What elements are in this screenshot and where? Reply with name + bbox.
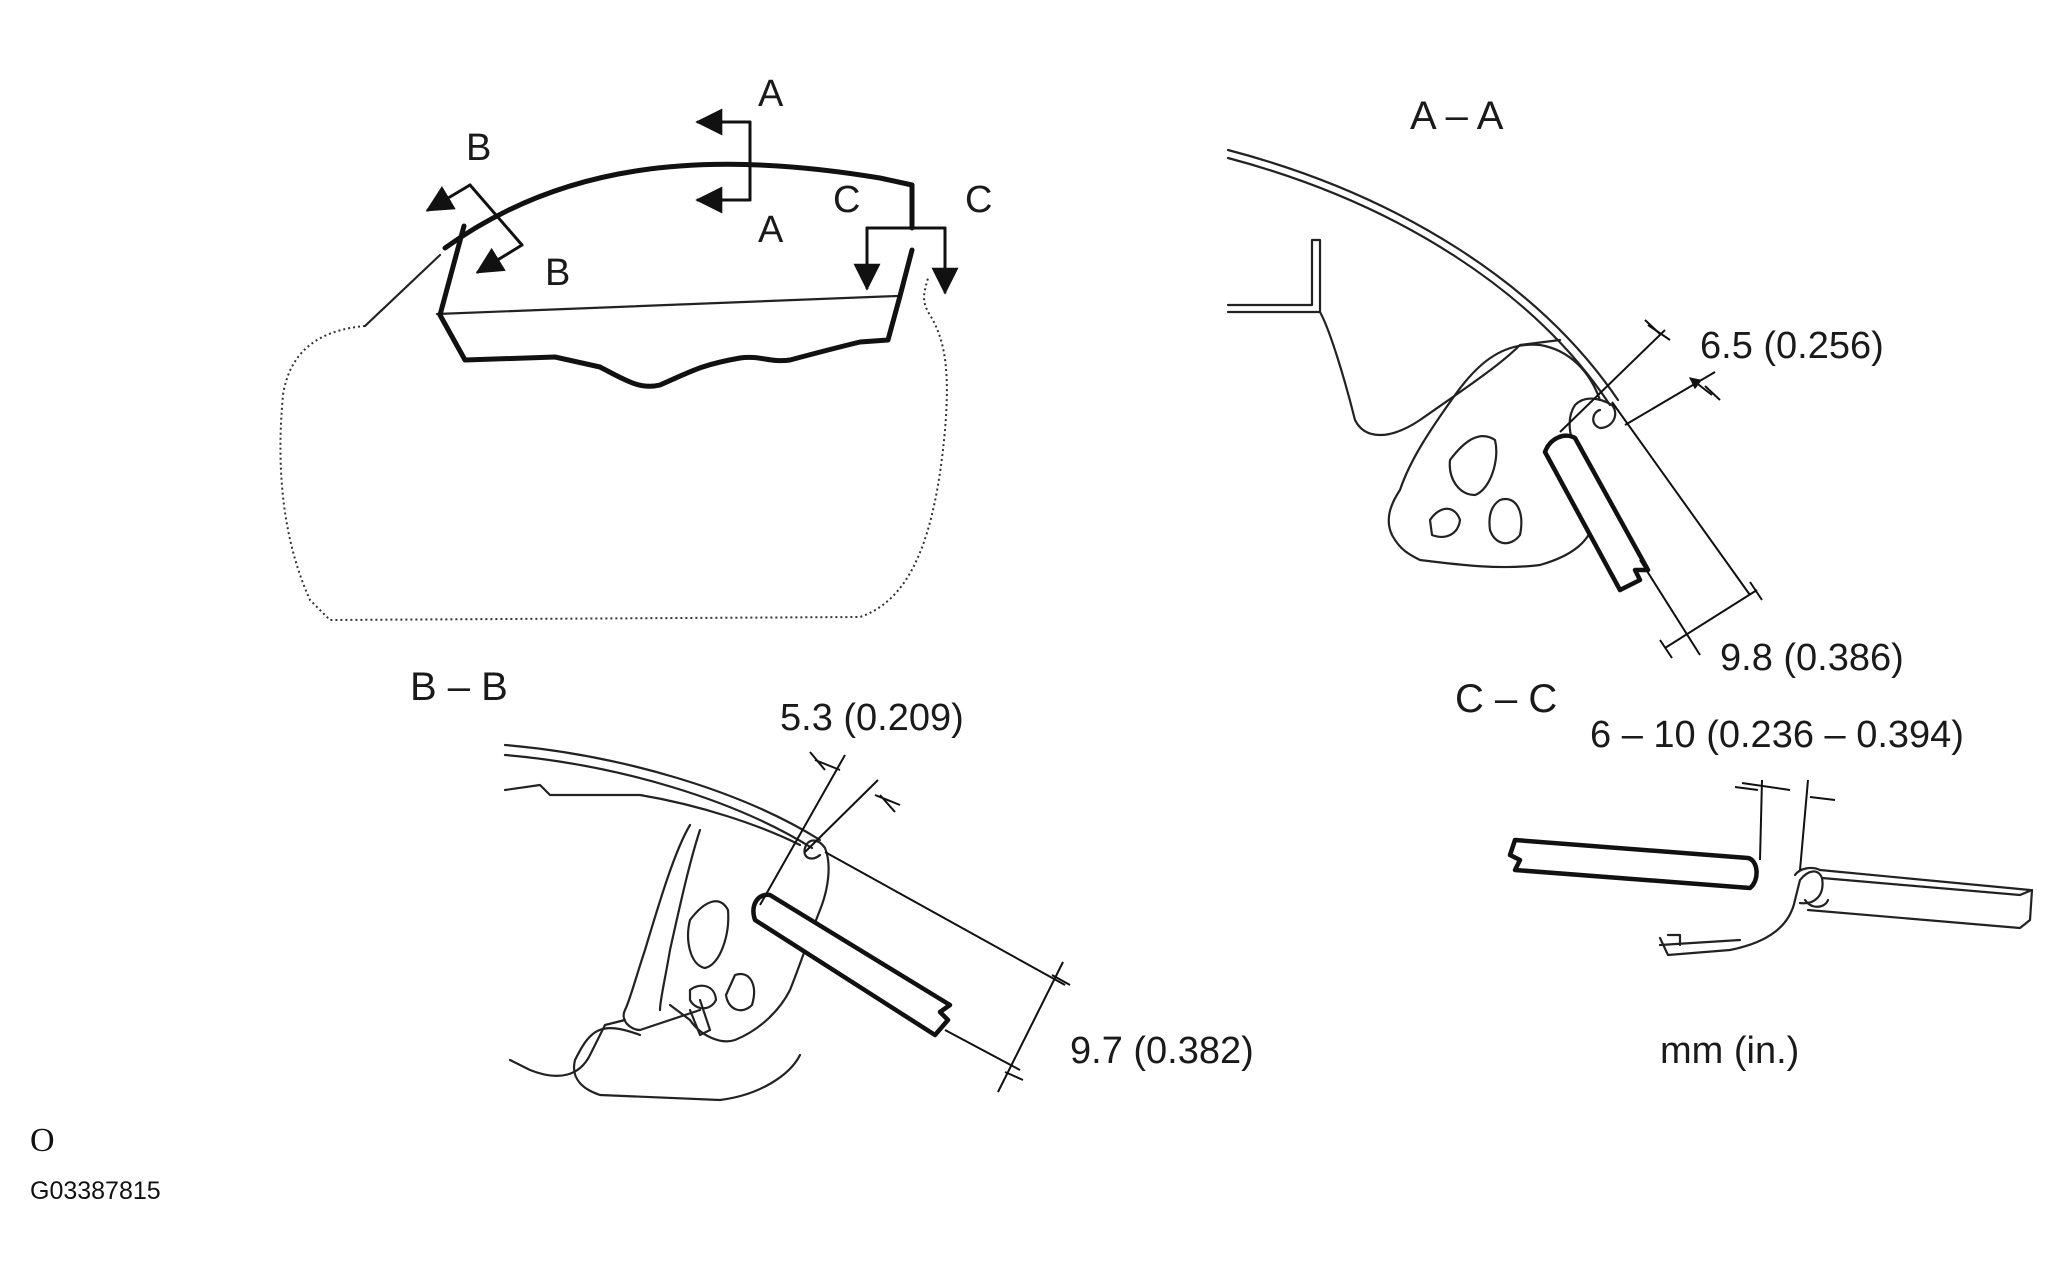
cc-dim-gap-label: 6 – 10 (0.236 – 0.394) [1590, 714, 1964, 756]
bb-dim-overlap-tick-2 [1004, 1071, 1024, 1081]
cc-dim-gap-tick [1741, 782, 1791, 791]
windshield-top-edge [442, 161, 915, 251]
aa-dim-overlap-label: 9.8 (0.386) [1720, 637, 1904, 679]
cc-dim-gap-arrow [1734, 786, 1836, 801]
bb-molding [572, 823, 830, 1102]
bb-dim-overlap-line-2 [944, 1029, 1021, 1071]
bb-roof-panel [503, 743, 822, 850]
aa-dim-gap-label: 6.5 (0.256) [1700, 325, 1884, 367]
cc-dim-gap-line-2 [1799, 779, 1809, 871]
section-label-c-left: C [833, 179, 860, 221]
section-aa-title: A – A [1410, 94, 1504, 138]
bb-dim-gap-line-2 [804, 779, 879, 853]
section-marker-cc: C C [833, 179, 992, 295]
section-bb-view: B – B 5.3 (0.209) 9.7 (0.382) [410, 665, 1254, 1102]
aa-dim-overlap-line-1 [1611, 401, 1751, 596]
bb-dim-overlap-line-1 [824, 851, 1066, 986]
units-label: mm (in.) [1660, 1030, 1799, 1072]
cc-windshield-glass [1507, 837, 1759, 891]
vehicle-body-outline [279, 277, 948, 622]
aa-molding [1387, 343, 1617, 569]
aa-roof-panel [1226, 148, 1620, 407]
bb-windshield-glass [751, 892, 953, 1038]
aa-dim-overlap-line-2 [1639, 559, 1701, 656]
cc-dim-gap-line-1 [1759, 779, 1763, 861]
aa-molding-inner [1428, 434, 1523, 545]
section-marker-aa: A A [695, 73, 784, 251]
bb-dim-gap-tick-1 [809, 751, 826, 771]
cc-molding-lip [1793, 866, 1830, 908]
section-label-a-top: A [758, 73, 784, 115]
bb-dim-gap-label: 5.3 (0.209) [780, 697, 964, 739]
figure-code: G03387815 [30, 1177, 161, 1205]
overview-view: A A B B C C [279, 73, 992, 622]
aa-windshield-glass [1542, 433, 1651, 593]
aa-dim-gap-line-1 [1559, 329, 1666, 433]
aa-dim-gap-line-2 [1624, 371, 1716, 426]
aa-dim-overlap-arrow [1664, 589, 1758, 649]
bb-molding-inner [687, 900, 756, 1012]
windshield-reveal-line [363, 253, 899, 328]
section-aa-view: A – A 6.5 (0.256) 9.8 (0.386) [1226, 94, 1904, 679]
bb-base-flange [508, 998, 712, 1077]
bb-dim-gap-line-1 [759, 754, 846, 906]
aa-dim-gap-tick-1 [1644, 319, 1661, 335]
section-cc-view: C – C 6 – 10 (0.236 – 0.394) [1455, 677, 2034, 957]
bullet-marker: O [30, 1122, 55, 1159]
section-label-b-bottom: B [545, 252, 570, 294]
cc-molding [1658, 868, 2034, 957]
bb-dim-overlap-arrow [997, 961, 1064, 1093]
windshield-cut-outline [437, 223, 915, 389]
section-cc-title: C – C [1455, 677, 1557, 721]
section-label-a-bottom: A [758, 209, 784, 251]
bb-dim-overlap-label: 9.7 (0.382) [1070, 1030, 1254, 1072]
section-bb-title: B – B [410, 665, 508, 709]
aa-dim-overlap-tick-2 [1659, 639, 1673, 659]
section-label-b-top: B [466, 127, 491, 169]
aa-dim-overlap-tick-1 [1749, 581, 1763, 601]
aa-body-flange [1226, 238, 1562, 437]
bb-dim-gap-arrow [814, 759, 901, 806]
aa-dim-gap-tick-2 [1704, 385, 1721, 401]
section-marker-bb: B B [425, 127, 570, 294]
section-label-c-right: C [965, 179, 992, 221]
bb-dim-overlap-tick-1 [1051, 974, 1071, 986]
bb-dim-gap-tick-2 [879, 794, 896, 813]
